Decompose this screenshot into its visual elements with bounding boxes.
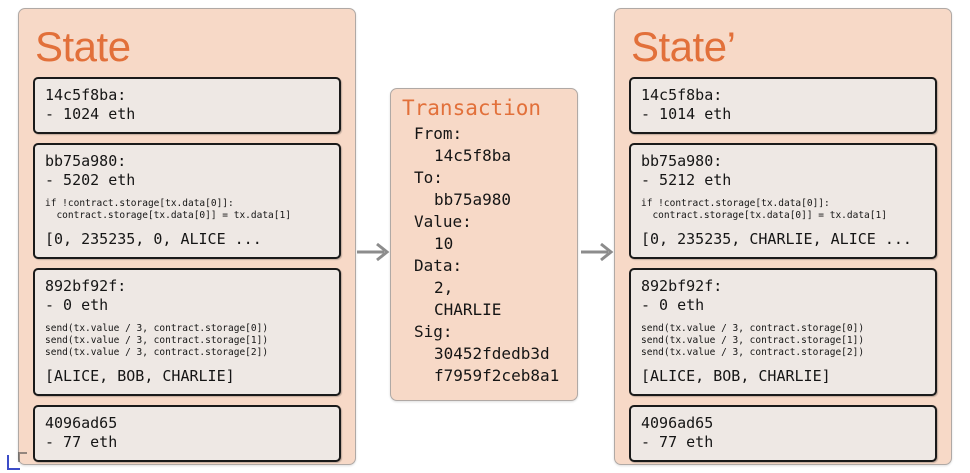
transaction-field-value: bb75a980 — [434, 190, 512, 209]
code-line: send(tx.value / 3, contract.storage[0]) — [641, 323, 865, 334]
account-balance: - 77 eth — [45, 433, 118, 451]
state-panel-after: State’ 14c5f8ba:- 1014 eth bb75a980:- 521… — [614, 8, 952, 465]
selection-corner-marker-icon — [7, 455, 20, 470]
transaction-field-key: Sig: — [414, 322, 453, 341]
transaction-field-value: 10 — [434, 234, 454, 253]
account-address: bb75a980: — [45, 152, 127, 170]
account-balance: - 77 eth — [641, 433, 714, 451]
transaction-field-value: 14c5f8ba — [434, 146, 512, 165]
account-box: 14c5f8ba:- 1024 eth — [33, 77, 341, 134]
account-address: 892bf92f: — [45, 277, 127, 295]
transaction-field-key: Value: — [414, 212, 472, 231]
account-code: if !contract.storage[tx.data[0]]: contra… — [641, 198, 925, 222]
transaction-field-value: CHARLIE — [434, 300, 502, 319]
account-list: 14c5f8ba:- 1014 eth bb75a980:- 5212 eth if… — [629, 77, 937, 462]
account-code: send(tx.value / 3, contract.storage[0])s… — [641, 323, 925, 359]
account-balance: - 0 eth — [641, 296, 705, 314]
code-line: send(tx.value / 3, contract.storage[2]) — [641, 347, 865, 358]
transaction-field-key: From: — [414, 124, 463, 143]
code-line: contract.storage[tx.data[0]] = tx.data[1… — [45, 210, 291, 221]
account-box: 4096ad65- 77 eth — [33, 405, 341, 462]
transaction-field-value: 2, — [434, 278, 454, 297]
state-title: State — [35, 23, 131, 70]
code-line: contract.storage[tx.data[0]] = tx.data[1… — [641, 210, 887, 221]
account-box: 14c5f8ba:- 1014 eth — [629, 77, 937, 134]
account-balance: - 5212 eth — [641, 171, 732, 189]
code-line: send(tx.value / 3, contract.storage[2]) — [45, 347, 269, 358]
transaction-field-value: 30452fdedb3d — [434, 344, 550, 363]
account-address: 14c5f8ba: — [641, 86, 723, 104]
account-list: 14c5f8ba:- 1024 eth bb75a980:- 5202 eth if… — [33, 77, 341, 462]
account-address: 14c5f8ba: — [45, 86, 127, 104]
state-panel-before: State 14c5f8ba:- 1024 eth bb75a980:- 5202… — [18, 8, 356, 465]
account-balance: - 1024 eth — [45, 105, 136, 123]
account-storage: [ALICE, BOB, CHARLIE] — [641, 367, 831, 385]
account-box: 892bf92f:- 0 eth send(tx.value / 3, contr… — [629, 268, 937, 396]
account-storage: [0, 235235, CHARLIE, ALICE ... — [641, 230, 912, 248]
account-box: 4096ad65- 77 eth — [629, 405, 937, 462]
code-line: send(tx.value / 3, contract.storage[1]) — [45, 335, 269, 346]
account-address: 892bf92f: — [641, 277, 723, 295]
transaction-field-key: To: — [414, 168, 443, 187]
account-storage: [0, 235235, 0, ALICE ... — [45, 230, 262, 248]
code-line: send(tx.value / 3, contract.storage[1]) — [641, 335, 865, 346]
arrow-transaction-to-state-prime — [581, 241, 614, 267]
account-address: 4096ad65 — [45, 414, 118, 432]
account-code: if !contract.storage[tx.data[0]]: contra… — [45, 198, 329, 222]
code-line: send(tx.value / 3, contract.storage[0]) — [45, 323, 269, 334]
transaction-field-key: Data: — [414, 256, 463, 275]
account-box: bb75a980:- 5212 eth if !contract.storage[… — [629, 143, 937, 259]
account-address: bb75a980: — [641, 152, 723, 170]
account-box: 892bf92f:- 0 eth send(tx.value / 3, contr… — [33, 268, 341, 396]
code-line: if !contract.storage[tx.data[0]]: — [641, 198, 830, 209]
account-balance: - 0 eth — [45, 296, 109, 314]
state-prime-title: State’ — [631, 23, 736, 70]
account-code: send(tx.value / 3, contract.storage[0])s… — [45, 323, 329, 359]
transaction-title: Transaction — [402, 96, 542, 120]
account-balance: - 1014 eth — [641, 105, 732, 123]
account-box: bb75a980:- 5202 eth if !contract.storage[… — [33, 143, 341, 259]
transaction-field-value: f7959f2ceb8a1 — [434, 366, 560, 385]
account-address: 4096ad65 — [641, 414, 714, 432]
arrow-state-to-transaction — [357, 241, 390, 267]
account-balance: - 5202 eth — [45, 171, 136, 189]
selection-corner-marker-secondary-icon — [18, 452, 27, 462]
code-line: if !contract.storage[tx.data[0]]: — [45, 198, 234, 209]
account-storage: [ALICE, BOB, CHARLIE] — [45, 367, 235, 385]
